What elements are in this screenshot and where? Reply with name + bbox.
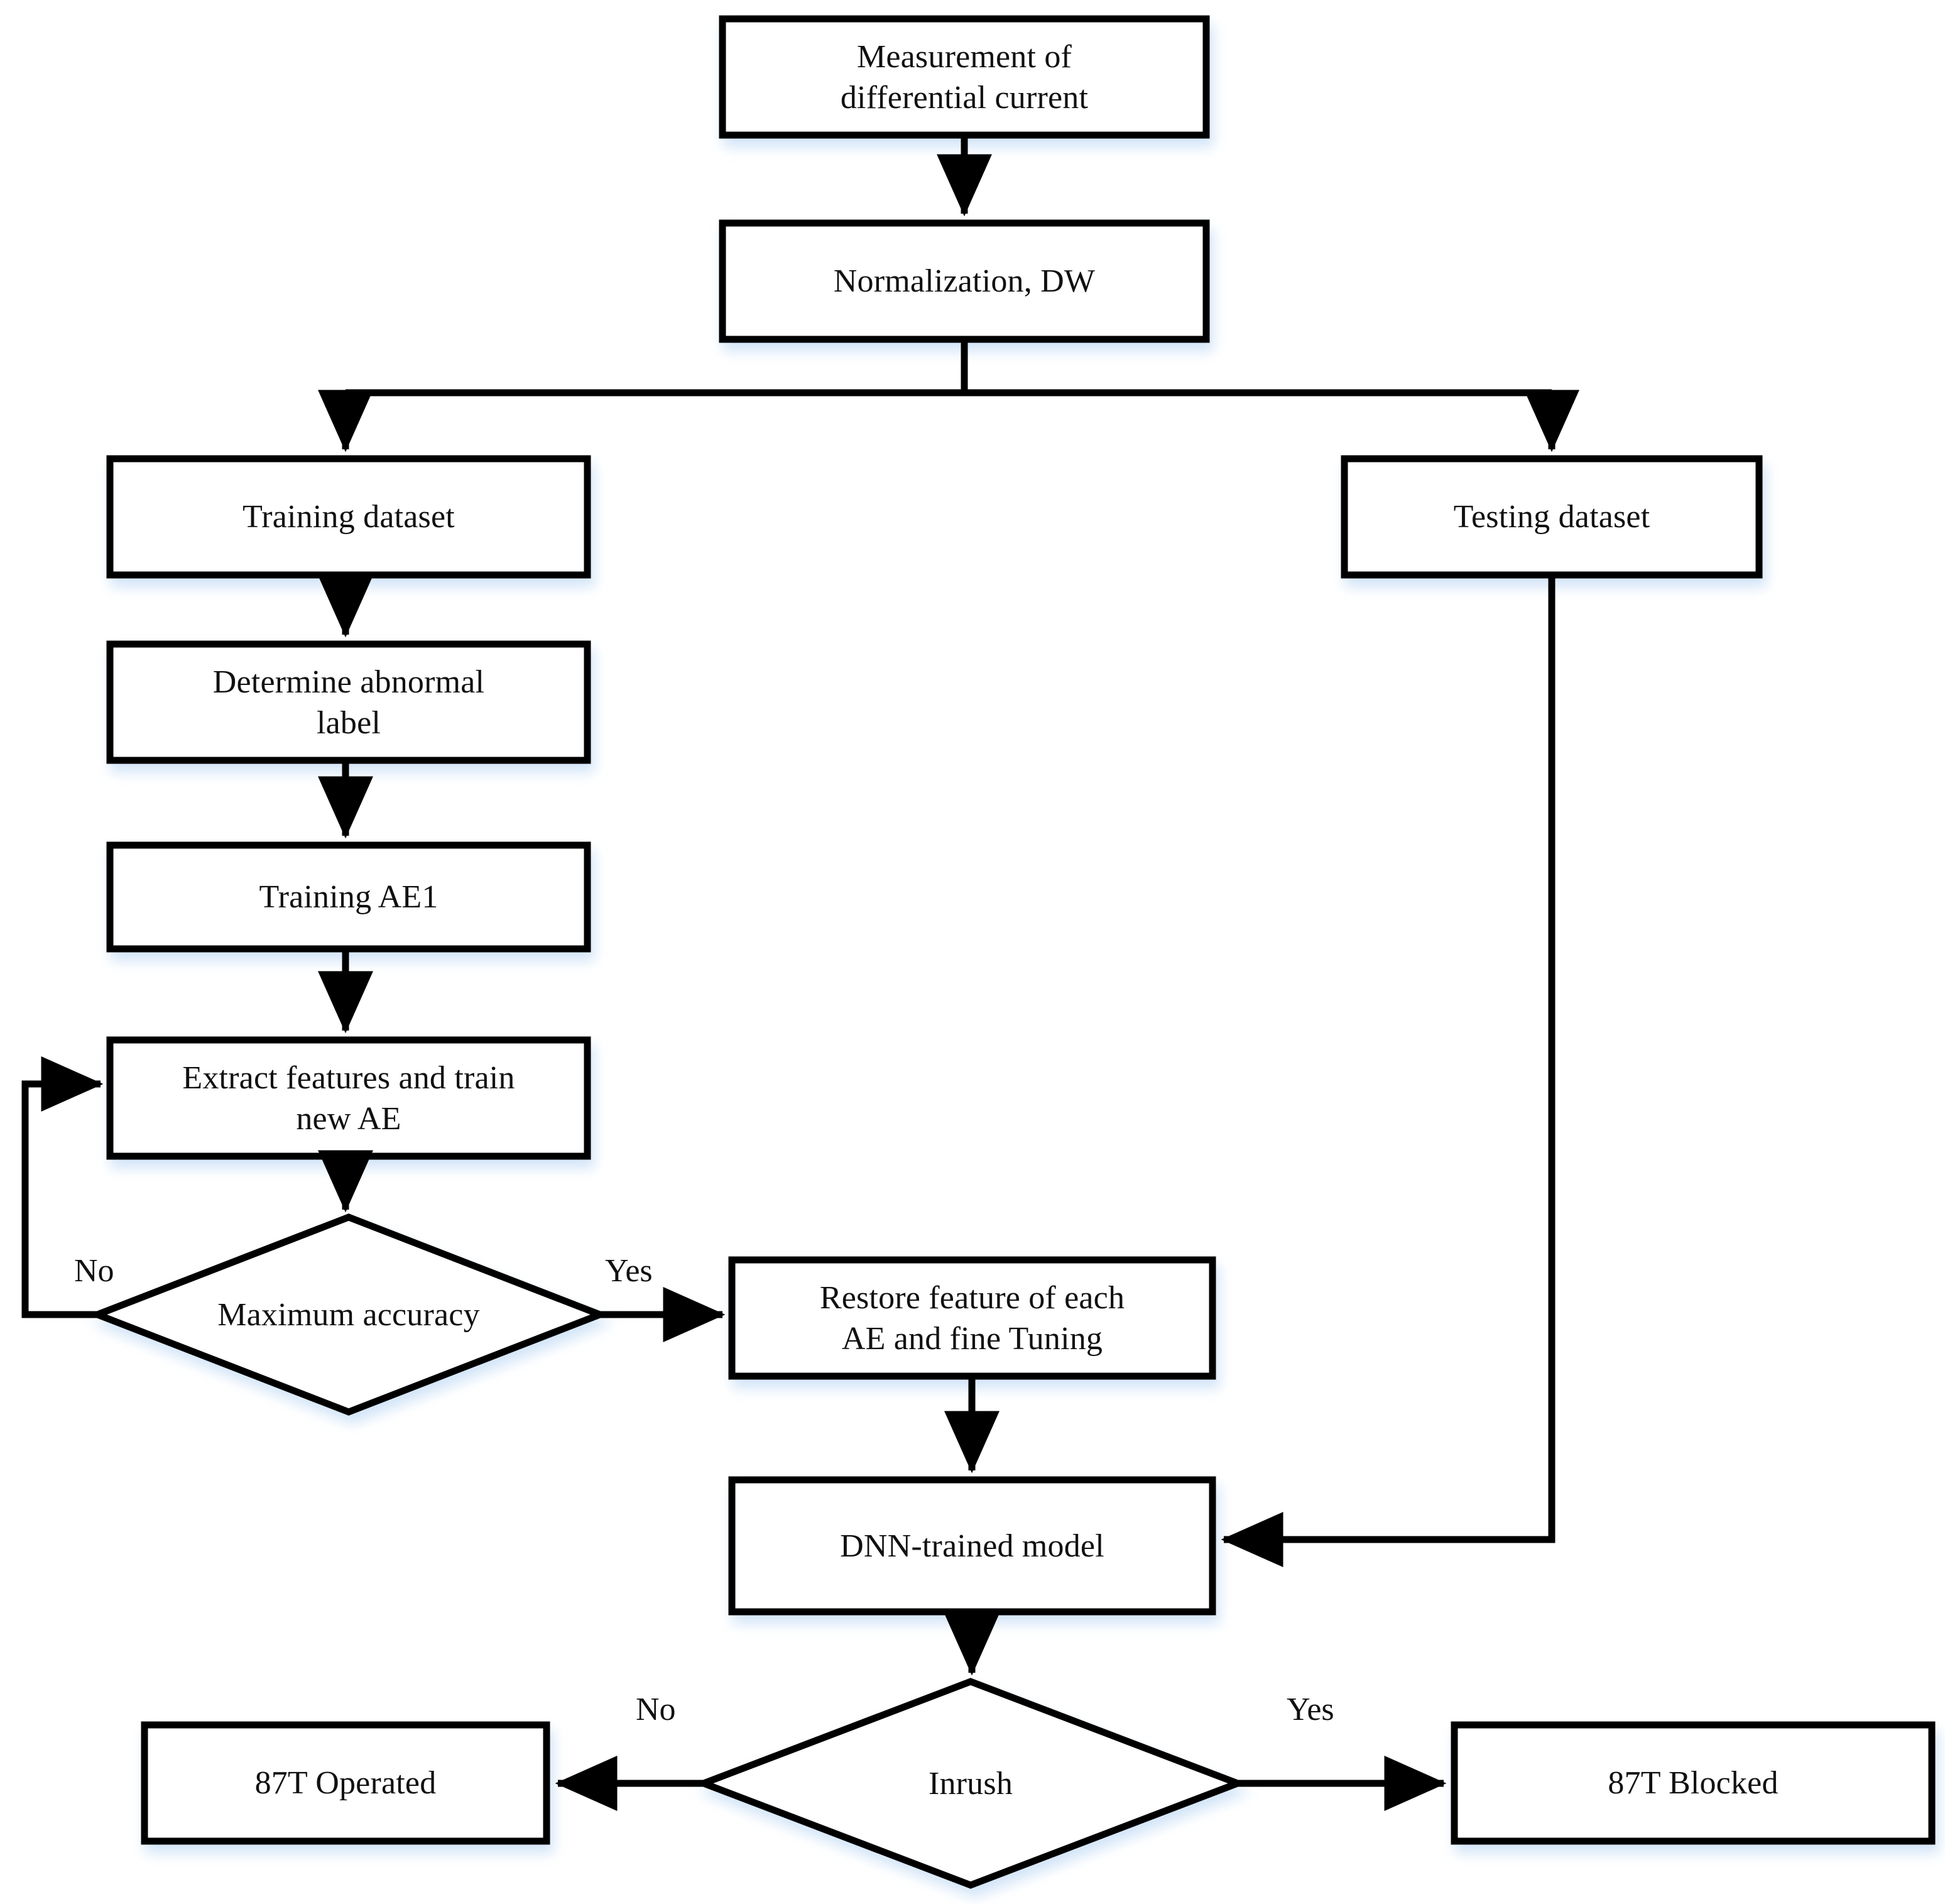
node-shape-training-ae1 — [106, 841, 591, 953]
node-shape-87t-blocked — [1451, 1721, 1936, 1845]
node-shape-determine-abnormal-label — [106, 640, 591, 764]
edge-testing-dataset-to-dnn-trained-model — [1221, 575, 1555, 1567]
node-shape-maximum-accuracy — [87, 1213, 610, 1416]
node-shape-inrush — [694, 1678, 1248, 1889]
node-shapes — [87, 15, 1936, 1889]
node-shape-dnn-trained-model — [728, 1476, 1216, 1616]
node-shape-normalization — [719, 219, 1210, 343]
edge-label-accuracy-yes: Yes — [605, 1253, 653, 1289]
edge-label-inrush-yes: Yes — [1287, 1692, 1334, 1727]
edges — [21, 135, 1579, 1811]
edge-label-accuracy-no: No — [74, 1253, 114, 1289]
node-shape-measurement — [719, 15, 1210, 139]
node-shape-testing-dataset — [1341, 455, 1763, 579]
node-shape-87t-operated — [141, 1721, 550, 1845]
edge-label-inrush-no: No — [636, 1692, 676, 1727]
node-shape-restore-feature — [728, 1256, 1216, 1380]
edge-maximum-accuracy-no-loop — [21, 1056, 104, 1318]
node-shape-extract-features — [106, 1036, 591, 1160]
node-shape-training-dataset — [106, 455, 591, 579]
